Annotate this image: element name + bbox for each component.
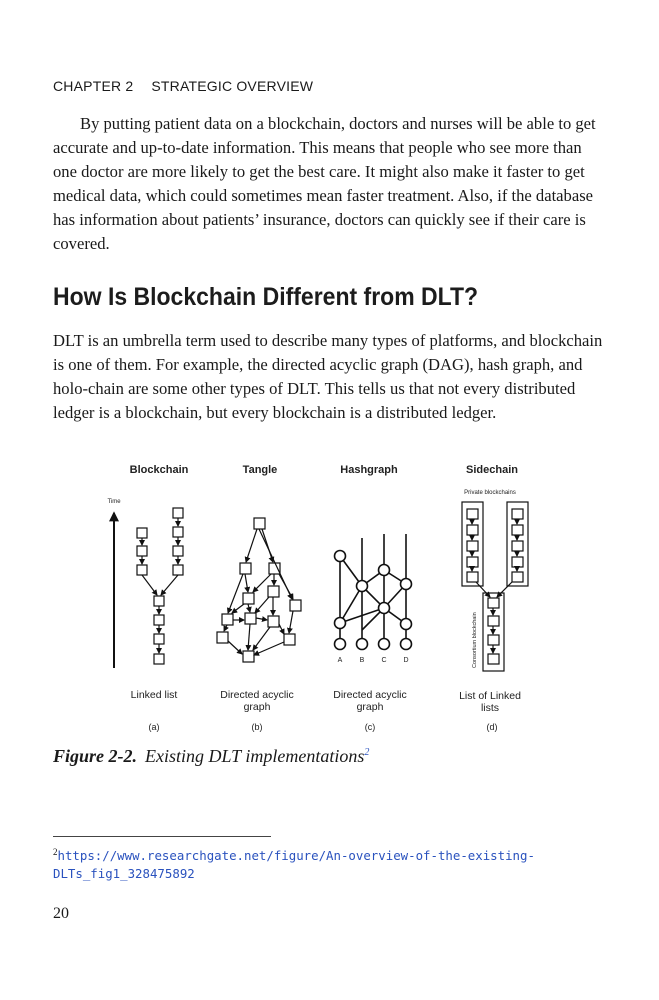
panel-sidechain: Private blockchains Consortium blockchai… bbox=[461, 490, 529, 672]
transaction bbox=[289, 599, 302, 612]
block bbox=[172, 526, 184, 538]
private-chain-left bbox=[461, 501, 484, 587]
transaction bbox=[253, 517, 266, 530]
panel-caption-c-line2: graph bbox=[357, 701, 384, 713]
event-node bbox=[333, 616, 347, 630]
private-chain-right bbox=[506, 501, 529, 587]
footnote: 2https://www.researchgate.net/figure/An-… bbox=[53, 843, 613, 883]
panel-letter-d: (d) bbox=[487, 722, 498, 732]
transaction bbox=[221, 613, 234, 626]
footnote-marker: 2 bbox=[53, 847, 58, 857]
transaction bbox=[242, 650, 255, 663]
page-number: 20 bbox=[53, 905, 69, 922]
transaction bbox=[216, 631, 229, 644]
block bbox=[172, 545, 184, 557]
block bbox=[136, 564, 148, 576]
consortium-chain bbox=[482, 592, 505, 672]
running-head: CHAPTER 2 STRATEGIC OVERVIEW bbox=[53, 78, 331, 94]
event-node bbox=[355, 637, 369, 651]
panel-caption-b-line2: graph bbox=[244, 701, 271, 713]
event-node bbox=[355, 579, 369, 593]
panel-caption-d: List of Linked bbox=[459, 690, 521, 702]
private-blockchains-label: Private blockchains bbox=[464, 490, 516, 496]
node-label-b: B bbox=[360, 657, 365, 664]
footnote-rule bbox=[53, 836, 271, 837]
panel-letter-c: (c) bbox=[365, 722, 376, 732]
body-paragraph-1: By putting patient data on a blockchain,… bbox=[53, 114, 596, 253]
dlt-figure: Blockchain Tangle Hashgraph Sidechain Ti… bbox=[96, 458, 546, 738]
event-node bbox=[399, 617, 413, 631]
event-node bbox=[377, 563, 391, 577]
node-label-d: D bbox=[403, 657, 408, 664]
time-label: Time bbox=[107, 499, 121, 505]
figure-caption-text: Existing DLT implementations bbox=[145, 746, 365, 766]
block bbox=[136, 545, 148, 557]
block bbox=[153, 595, 165, 607]
event-node bbox=[333, 637, 347, 651]
block bbox=[153, 653, 165, 665]
event-node bbox=[377, 601, 391, 615]
panel-caption-c: Directed acyclic bbox=[333, 689, 407, 701]
section-heading: How Is Blockchain Different from DLT? bbox=[53, 283, 479, 311]
block bbox=[172, 507, 184, 519]
transaction bbox=[267, 615, 280, 628]
transaction bbox=[244, 612, 257, 625]
figure-number: Figure 2-2. bbox=[53, 746, 138, 766]
transaction bbox=[242, 592, 255, 605]
panel-letter-b: (b) bbox=[252, 722, 263, 732]
event-node bbox=[399, 577, 413, 591]
event-node bbox=[333, 549, 347, 563]
block bbox=[153, 633, 165, 645]
node-label-a: A bbox=[338, 657, 343, 664]
panel-letter-a: (a) bbox=[149, 722, 160, 732]
consortium-blockchain-label: Consortium blockchain bbox=[472, 612, 478, 668]
body-paragraph-2: DLT is an umbrella term used to describe… bbox=[53, 331, 603, 422]
block bbox=[172, 564, 184, 576]
footnote-ref[interactable]: 2 bbox=[364, 747, 370, 758]
block bbox=[153, 614, 165, 626]
panel-title-hashgraph: Hashgraph bbox=[340, 464, 398, 476]
event-node bbox=[377, 637, 391, 651]
panel-title-blockchain: Blockchain bbox=[130, 464, 189, 476]
panel-caption-d-line2: lists bbox=[481, 702, 499, 714]
panel-blockchain: Time bbox=[107, 499, 184, 668]
panel-title-sidechain: Sidechain bbox=[466, 464, 518, 476]
transaction bbox=[283, 633, 296, 646]
transaction bbox=[239, 562, 252, 575]
event-node bbox=[399, 637, 413, 651]
footnote-link[interactable]: https://www.researchgate.net/figure/An-o… bbox=[53, 848, 535, 882]
node-label-c: C bbox=[381, 657, 386, 664]
panel-hashgraph: A B C D bbox=[333, 534, 413, 664]
transaction bbox=[268, 562, 281, 575]
figure-caption: Figure 2-2. Existing DLT implementations2 bbox=[53, 746, 369, 767]
dlt-diagram: Blockchain Tangle Hashgraph Sidechain Ti… bbox=[107, 464, 529, 732]
transaction bbox=[267, 585, 280, 598]
block bbox=[136, 527, 148, 539]
panel-title-tangle: Tangle bbox=[243, 464, 278, 476]
panel-caption-b: Directed acyclic bbox=[220, 689, 294, 701]
chapter-label: CHAPTER 2 bbox=[53, 78, 134, 94]
panel-tangle bbox=[216, 517, 302, 663]
chapter-title: STRATEGIC OVERVIEW bbox=[151, 78, 314, 94]
panel-caption-a: Linked list bbox=[131, 689, 178, 701]
